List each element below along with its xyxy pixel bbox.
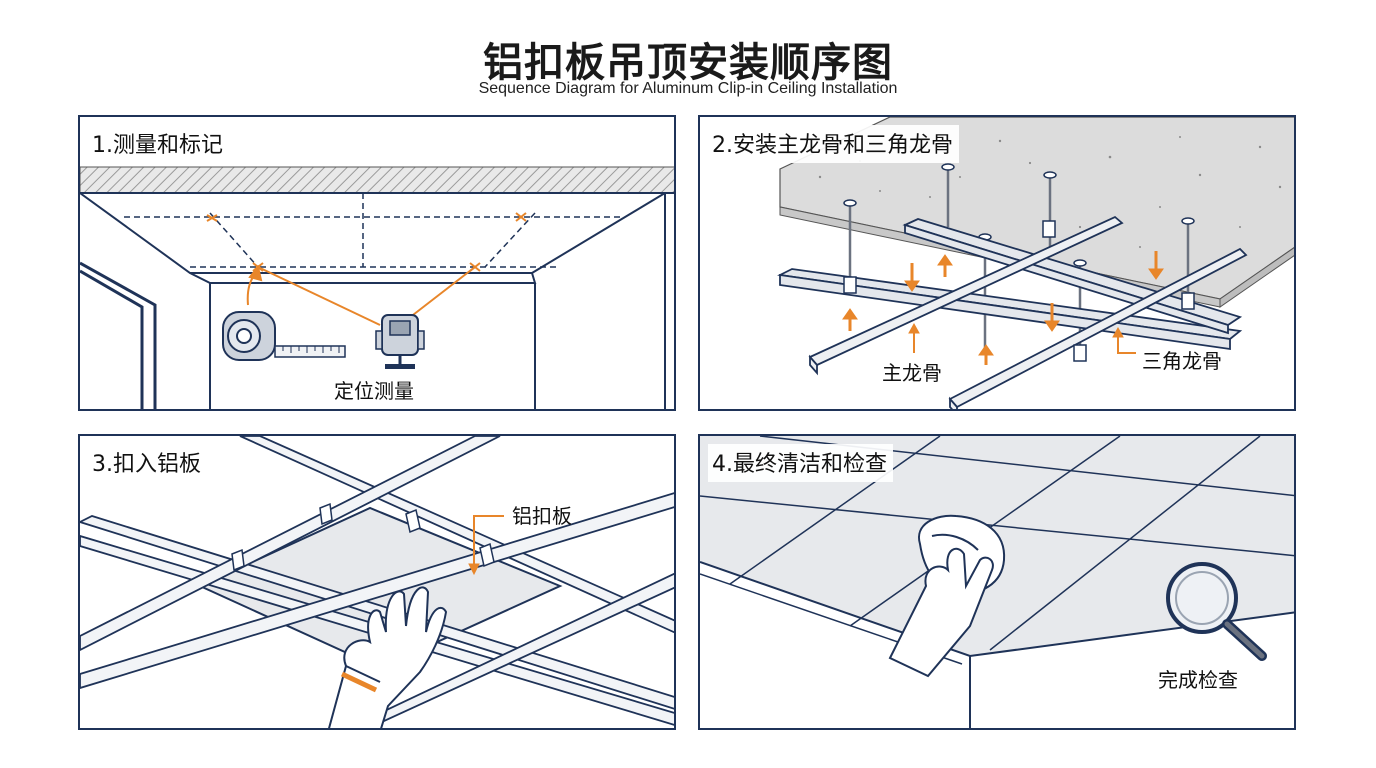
- step-2-panel: 2.安装主龙骨和三角龙骨 主龙骨 三角龙骨: [698, 115, 1296, 411]
- magnifier-icon: [1166, 562, 1267, 661]
- step-1-title: 1.测量和标记: [88, 125, 229, 163]
- step-4-panel: 4.最终清洁和检查 完成检查: [698, 434, 1296, 730]
- clean-inspect-scene: [700, 436, 1294, 728]
- positioning-label: 定位测量: [334, 379, 414, 403]
- measurement-scene: [80, 166, 674, 409]
- step-4-title: 4.最终清洁和检查: [708, 444, 893, 482]
- tape-measure-icon: [222, 311, 346, 361]
- triangle-keel-label: 三角龙骨: [1142, 349, 1222, 373]
- page-title: 铝扣板吊顶安装顺序图: [483, 40, 893, 86]
- aluminum-panel-label: 铝扣板: [512, 504, 572, 528]
- step-3-title: 3.扣入铝板: [88, 444, 207, 482]
- laser-level-icon: [375, 314, 425, 369]
- page-subtitle: Sequence Diagram for Aluminum Clip-in Ce…: [478, 80, 898, 97]
- gloved-hand-icon: [328, 586, 448, 728]
- step-1-panel: 1.测量和标记 定位测量: [78, 115, 676, 411]
- inspection-done-label: 完成检查: [1158, 668, 1238, 692]
- main-keel-label: 主龙骨: [882, 361, 942, 385]
- cleaning-cloth-icon: [888, 514, 1006, 678]
- triangle-keel-group: [808, 215, 1248, 409]
- step-2-title: 2.安装主龙骨和三角龙骨: [708, 125, 959, 163]
- ceiling-slab: [80, 166, 674, 194]
- clip-panel-scene: [80, 436, 674, 728]
- step-3-panel: 3.扣入铝板 铝扣板: [78, 434, 676, 730]
